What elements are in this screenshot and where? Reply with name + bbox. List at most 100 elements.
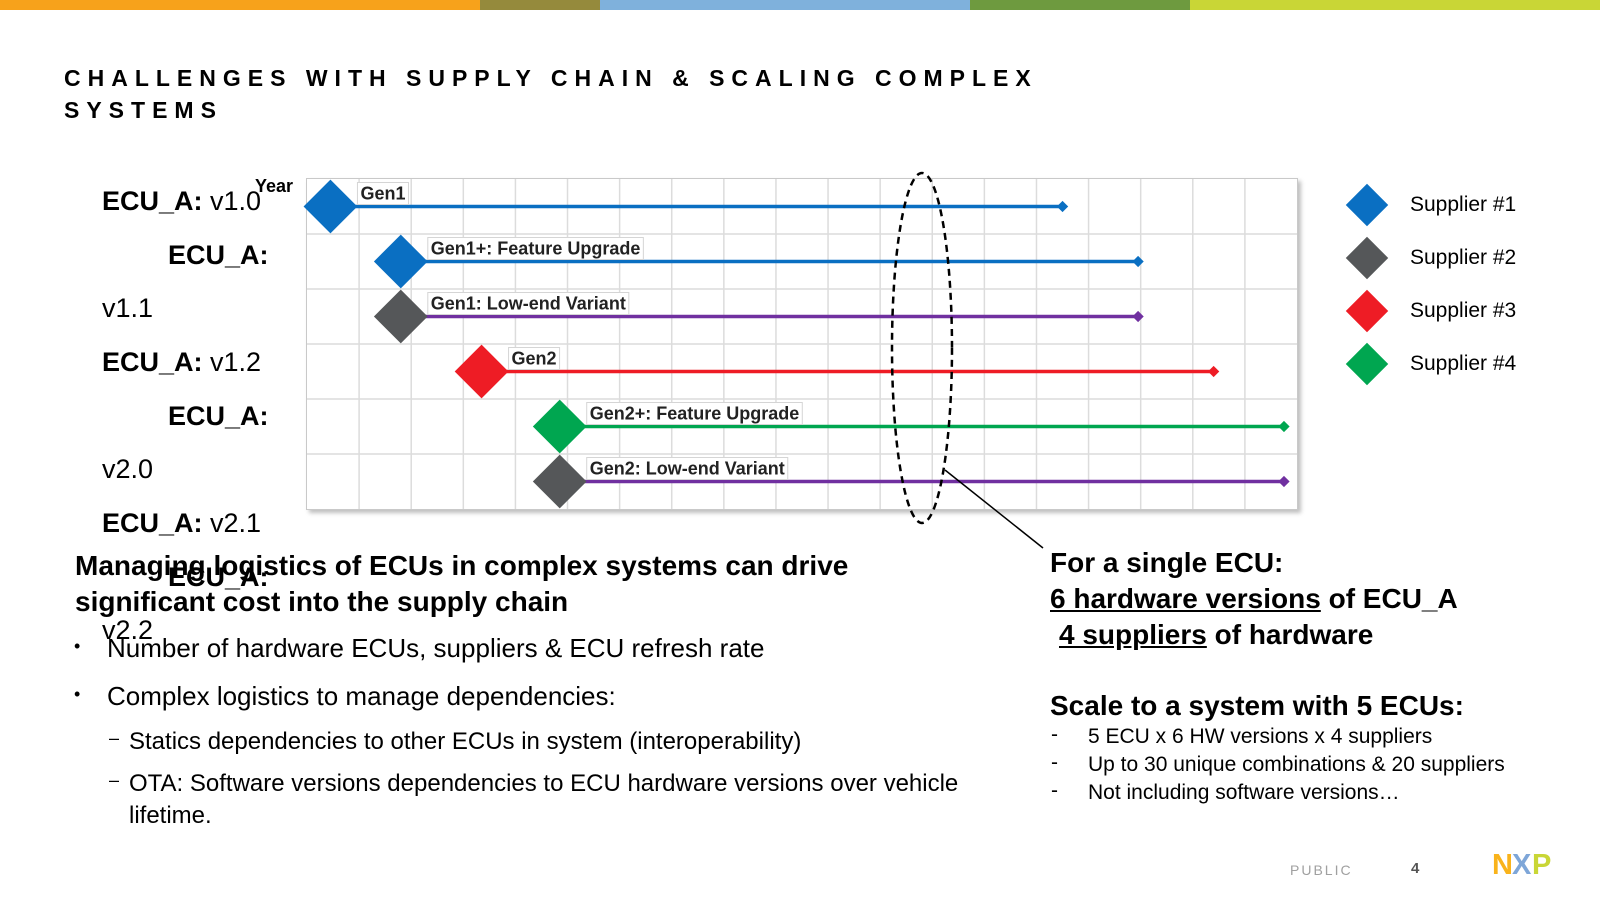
scale-heading: Scale to a system with 5 ECUs:	[1050, 690, 1464, 721]
slide-title: CHALLENGES WITH SUPPLY CHAIN & SCALING C…	[64, 65, 1038, 123]
bar-label-bg-5	[586, 457, 789, 480]
ecu-label-5: v2.0	[102, 454, 153, 484]
bar-start-diamond-5	[532, 454, 587, 509]
top-color-bar	[0, 0, 1600, 10]
sub-bullet-1-text: Statics dependencies to other ECUs in sy…	[129, 728, 802, 755]
right-line-1: For a single ECU:	[1050, 547, 1284, 578]
bar-label-bg-1	[427, 237, 644, 260]
bullet-1: • Number of hardware ECUs, suppliers & E…	[74, 632, 765, 664]
ecu-label-version: v1.2	[202, 347, 262, 377]
bar-end-marker-2	[1132, 310, 1144, 323]
ecu-label-1: ECU_A:	[168, 240, 269, 270]
ecu-label-3: ECU_A: v1.2	[102, 347, 261, 377]
scale-item-1: - 5 ECU x 6 HW versions x 4 suppliers	[1051, 723, 1433, 751]
nxp-logo-p: P	[1532, 849, 1551, 878]
legend-label: Supplier #4	[1410, 352, 1517, 375]
year-label: Year	[255, 176, 294, 196]
bullet-dot: •	[74, 684, 81, 704]
bullet-2: • Complex logistics to manage dependenci…	[74, 680, 616, 712]
scale-item-3: - Not including software versions…	[1051, 779, 1400, 807]
bar-label-3: Gen2	[512, 349, 557, 369]
ecu-label-version: v2.1	[202, 508, 262, 538]
sub-bullet-dash: –	[109, 728, 120, 748]
legend-diamond-icon	[1345, 183, 1389, 227]
ecu-label-7: ECU_A:	[168, 562, 269, 592]
ecu-label-prefix: ECU_A:	[168, 562, 269, 592]
legend-diamond-icon	[1345, 342, 1389, 386]
top-bar-segment-green	[970, 0, 1190, 10]
legend-diamond-icon	[1345, 289, 1389, 333]
right-line-3-rest: of hardware	[1206, 619, 1374, 650]
ecu-label-version: v1.0	[202, 186, 262, 216]
right-line-2: 6 hardware versions of ECU_A	[1050, 581, 1458, 617]
footer-classification: PUBLIC	[1290, 862, 1353, 878]
bar-end-marker-3	[1207, 365, 1220, 378]
hw-versions-text: 6 hardware versions	[1050, 583, 1321, 614]
sub-bullet-1: – Statics dependencies to other ECUs in …	[109, 726, 969, 758]
bar-label-1: Gen1+: Feature Upgrade	[431, 239, 641, 259]
bar-label-5: Gen2: Low-end Variant	[590, 459, 785, 479]
bullet-1-text: Number of hardware ECUs, suppliers & ECU…	[107, 633, 765, 663]
bar-end-marker-4	[1278, 420, 1290, 433]
scale-item-2: - Up to 30 unique combinations & 20 suppl…	[1051, 751, 1505, 779]
bar-label-2: Gen1: Low-end Variant	[431, 294, 626, 314]
legend-diamond-icon	[1345, 236, 1389, 280]
scale-item-3-text: Not including software versions…	[1088, 781, 1400, 804]
ecu-label-prefix: ECU_A:	[102, 347, 203, 377]
ecu-label-prefix: ECU_A:	[168, 240, 269, 270]
bar-start-diamond-0	[303, 179, 358, 234]
ecu-label-0: ECU_A: v1.0	[102, 186, 261, 216]
bar-label-4: Gen2+: Feature Upgrade	[590, 404, 800, 424]
legend-label: Supplier #1	[1410, 193, 1517, 216]
bar-label-bg-4	[586, 402, 803, 425]
legend-item-4: Supplier #4	[1345, 342, 1517, 386]
legend-item-3: Supplier #3	[1345, 289, 1517, 333]
nxp-logo-n: N	[1492, 849, 1513, 878]
bar-label-bg-0	[356, 182, 409, 205]
nxp-logo-x: X	[1512, 849, 1532, 878]
ecu-label-version: v1.1	[102, 293, 154, 323]
ecu-label-version: v2.2	[102, 615, 154, 645]
bar-label-0: Gen1	[360, 184, 405, 204]
legend-item-1: Supplier #1	[1345, 183, 1517, 227]
sub-bullet-2: – OTA: Software versions dependencies to…	[109, 768, 969, 832]
scale-item-1-text: 5 ECU x 6 HW versions x 4 suppliers	[1088, 725, 1433, 748]
scale-item-2-text: Up to 30 unique combinations & 20 suppli…	[1088, 753, 1505, 776]
footer-page-number: 4	[1411, 860, 1420, 877]
right-line-2-rest: of ECU_A	[1320, 583, 1458, 614]
scale-item-dash: -	[1051, 779, 1058, 802]
bar-end-marker-0	[1056, 200, 1069, 213]
ecu-label-2: v1.1	[102, 293, 153, 323]
bar-start-diamond-1	[373, 234, 428, 289]
ecu-label-8: v2.2	[102, 615, 153, 645]
top-bar-segment-blue	[600, 0, 970, 10]
bar-label-bg-3	[508, 347, 561, 370]
top-bar-segment-lime	[1190, 0, 1600, 10]
bar-label-bg-2	[427, 292, 630, 315]
sub-bullet-2-text: OTA: Software versions dependencies to E…	[129, 770, 959, 829]
nxp-logo: N X P	[1492, 849, 1551, 878]
left-heading: Managing logistics of ECUs in complex sy…	[75, 550, 849, 617]
legend-item-2: Supplier #2	[1345, 236, 1516, 280]
sub-bullet-dash: –	[109, 770, 120, 790]
bullet-dot: •	[74, 636, 81, 656]
top-bar-segment-orange	[0, 0, 480, 10]
suppliers-text: 4 suppliers	[1059, 619, 1207, 650]
ecu-label-6: ECU_A: v2.1	[102, 508, 261, 538]
bullet-2-text: Complex logistics to manage dependencies…	[107, 681, 616, 711]
legend-label: Supplier #3	[1410, 299, 1517, 322]
scale-item-dash: -	[1051, 723, 1058, 746]
ecu-label-version: v2.0	[102, 454, 154, 484]
ecu-label-prefix: ECU_A:	[102, 508, 203, 538]
right-line-3: 4 suppliers of hardware	[1059, 617, 1373, 653]
bar-start-diamond-4	[532, 399, 587, 454]
bar-end-marker-1	[1132, 255, 1144, 268]
ecu-label-prefix: ECU_A:	[168, 401, 269, 431]
bar-start-diamond-2	[373, 289, 428, 344]
top-bar-segment-olive	[480, 0, 600, 10]
bar-end-marker-5	[1278, 475, 1290, 488]
scale-item-dash: -	[1051, 751, 1058, 774]
ecu-label-prefix: ECU_A:	[102, 186, 203, 216]
